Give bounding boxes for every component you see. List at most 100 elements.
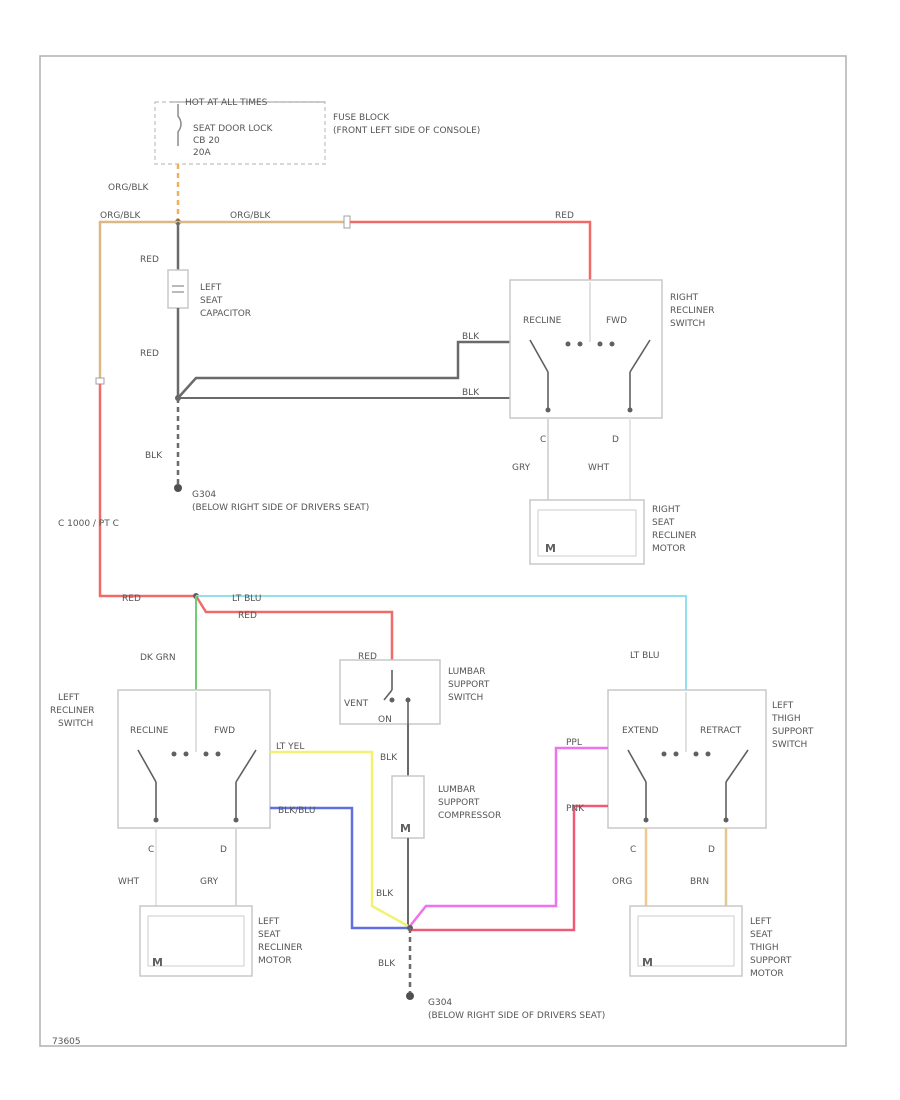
right-switch-fwd: FWD xyxy=(606,316,627,326)
thigh-motor-label-1: LEFT xyxy=(750,917,772,927)
ground-1-id: G304 xyxy=(192,490,216,500)
right-switch-label-1: RIGHT xyxy=(670,293,699,303)
wire-label-red-mid: RED xyxy=(238,611,257,621)
wire-label-gry-left: GRY xyxy=(200,877,219,887)
wire-pnk xyxy=(410,804,608,932)
wire-label-red-a: RED xyxy=(140,255,159,265)
right-motor-label-2: SEAT xyxy=(652,518,675,528)
right-switch-label-2: RECLINER xyxy=(670,306,715,316)
lumbar-switch-label-2: SUPPORT xyxy=(448,680,490,690)
right-recliner-switch xyxy=(509,279,663,419)
wire-label-blk-bottom: BLK xyxy=(378,959,396,969)
wire-label-red-left: RED xyxy=(122,594,141,604)
wire-label-blk-a: BLK xyxy=(462,332,480,342)
wire-label-lt-yel: LT YEL xyxy=(276,742,304,752)
ground-g304-bottom xyxy=(406,992,414,1000)
compressor-label-1: LUMBAR xyxy=(438,785,476,795)
left-motor-label-1: LEFT xyxy=(258,917,280,927)
wire-lt-blu xyxy=(196,595,687,690)
motor-m-left: M xyxy=(152,956,163,969)
connector-top xyxy=(343,215,351,229)
wire-lt-yel xyxy=(270,750,409,928)
lumbar-on: ON xyxy=(378,715,392,725)
capacitor-label-3: CAPACITOR xyxy=(200,309,251,319)
left-recliner-motor xyxy=(139,905,253,977)
wire-label-red-top: RED xyxy=(555,211,574,221)
wire-label-org: ORG xyxy=(612,877,632,887)
lumbar-support-compressor xyxy=(391,775,425,839)
fuse-amp: 20A xyxy=(193,148,211,158)
left-thigh-support-switch xyxy=(607,689,767,829)
thigh-switch-label-4: SWITCH xyxy=(772,740,807,750)
pin-c-right: C xyxy=(540,435,546,445)
wire-label-red-b: RED xyxy=(140,349,159,359)
wire-ppl xyxy=(409,746,608,927)
wire-label-org-blk-c: ORG/BLK xyxy=(230,211,272,221)
wire-label-brn: BRN xyxy=(690,877,709,887)
fuse-block-label: FUSE BLOCK xyxy=(333,113,390,123)
ground-g304-top xyxy=(174,484,182,492)
thigh-switch-arm-right xyxy=(725,749,749,783)
right-switch-arm-left xyxy=(529,339,549,373)
capacitor-label-2: SEAT xyxy=(200,296,223,306)
motor-m-thigh: M xyxy=(642,956,653,969)
wire-label-blk-ground: BLK xyxy=(145,451,163,461)
wire-label-pnk: PNK xyxy=(566,804,585,814)
fuse-rating: CB 20 xyxy=(193,136,220,146)
diagram-frame xyxy=(39,55,847,1047)
wire-label-lt-blu-top: LT BLU xyxy=(232,594,261,604)
left-seat-thigh-support-motor xyxy=(629,905,743,977)
right-motor-label-4: MOTOR xyxy=(652,544,686,554)
wire-label-wht-right: WHT xyxy=(588,463,610,473)
left-switch-arm-right xyxy=(235,749,257,783)
wire-label-blk-c: BLK xyxy=(376,889,394,899)
pin-c-left: C xyxy=(148,845,154,855)
ground-2-location: (BELOW RIGHT SIDE OF DRIVERS SEAT) xyxy=(428,1011,605,1021)
pin-d-right: D xyxy=(612,435,619,445)
fuse-name: SEAT DOOR LOCK xyxy=(193,124,273,134)
wire-org-blk-left xyxy=(98,220,178,380)
wire-black-upper xyxy=(177,340,514,399)
wire-label-blk-lumbar: BLK xyxy=(380,753,398,763)
right-switch-recline: RECLINE xyxy=(523,316,562,326)
pin-d-left: D xyxy=(220,845,227,855)
left-motor-label-4: MOTOR xyxy=(258,956,292,966)
pin-c-thigh: C xyxy=(630,845,636,855)
splice-label: C 1000 / PT C xyxy=(58,519,119,529)
capacitor-body xyxy=(167,269,189,309)
thigh-switch-retract: RETRACT xyxy=(700,726,742,736)
thigh-switch-label-3: SUPPORT xyxy=(772,727,814,737)
left-switch-label-2: RECLINER xyxy=(50,706,95,716)
thigh-switch-label-1: LEFT xyxy=(772,701,794,711)
wire-red-mid xyxy=(194,595,394,660)
left-switch-arm-left xyxy=(137,749,157,783)
lumbar-switch-label-1: LUMBAR xyxy=(448,667,486,677)
thigh-switch-label-2: THIGH xyxy=(771,714,801,724)
wire-red-left xyxy=(98,384,196,598)
right-motor-label-3: RECLINER xyxy=(652,531,697,541)
right-motor-label-1: RIGHT xyxy=(652,505,681,515)
left-recliner-switch xyxy=(117,689,271,829)
connector-left xyxy=(95,377,105,385)
motor-m-compressor: M xyxy=(400,822,411,835)
left-switch-recline: RECLINE xyxy=(130,726,169,736)
hot-bar-label: HOT AT ALL TIMES xyxy=(185,98,268,108)
wire-label-org-blk-a: ORG/BLK xyxy=(108,183,150,193)
wire-label-blk-blu: BLK/BLU xyxy=(278,806,315,816)
left-switch-label-3: SWITCH xyxy=(58,719,93,729)
motor-m-right: M xyxy=(545,542,556,555)
thigh-motor-label-5: MOTOR xyxy=(750,969,784,979)
left-switch-label-1: LEFT xyxy=(58,693,80,703)
compressor-label-3: COMPRESSOR xyxy=(438,811,501,821)
diagram-code: 73605 xyxy=(52,1037,81,1047)
compressor-label-2: SUPPORT xyxy=(438,798,480,808)
wire-label-gry-right: GRY xyxy=(512,463,531,473)
fuse-block-location: (FRONT LEFT SIDE OF CONSOLE) xyxy=(333,126,480,136)
wire-label-ppl: PPL xyxy=(566,738,582,748)
thigh-motor-label-2: SEAT xyxy=(750,930,773,940)
ground-2-id: G304 xyxy=(428,998,452,1008)
wire-label-lt-blu-right: LT BLU xyxy=(630,651,659,661)
thigh-motor-label-4: SUPPORT xyxy=(750,956,792,966)
left-motor-label-3: RECLINER xyxy=(258,943,303,953)
